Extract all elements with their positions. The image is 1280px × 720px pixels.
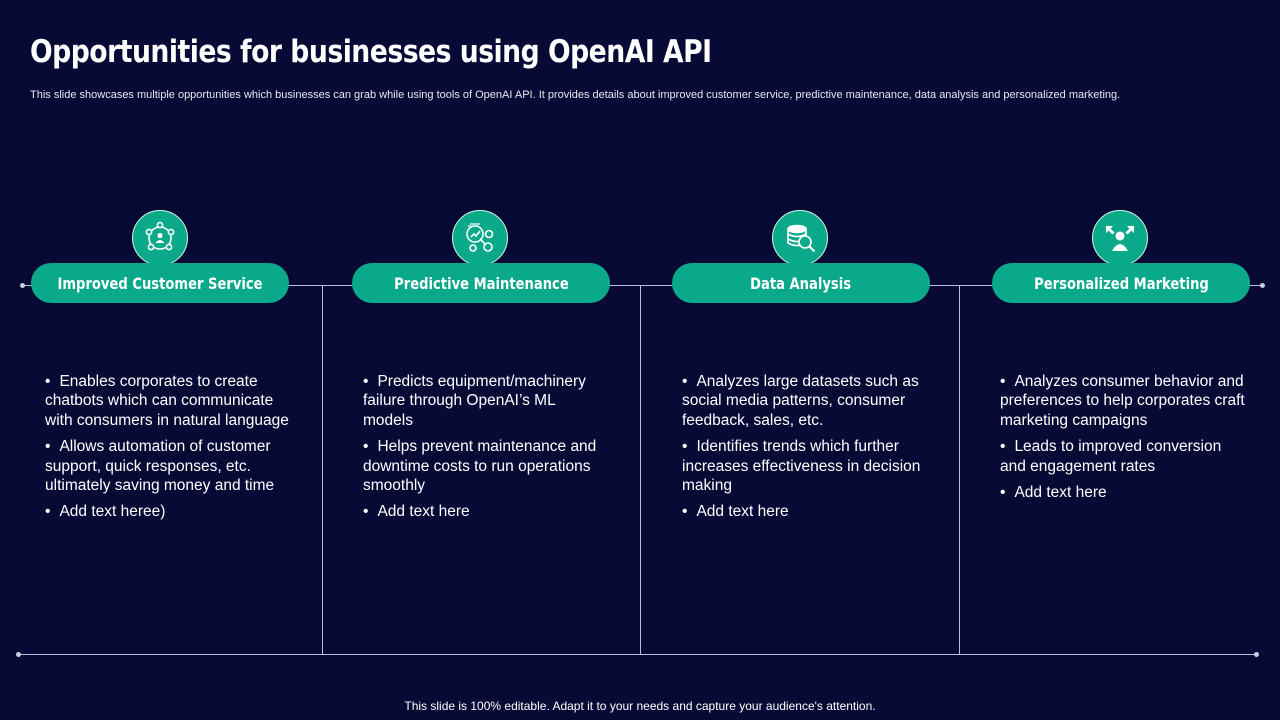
column-heading: Improved Customer Service	[57, 273, 263, 293]
list-item: Add text here	[682, 502, 927, 521]
list-item: Helps prevent maintenance and downtime c…	[363, 437, 608, 495]
column-divider	[959, 286, 960, 654]
column-divider	[640, 286, 641, 654]
page-subtitle: This slide showcases multiple opportunit…	[30, 89, 1121, 101]
bottom-line-right-dot	[1254, 652, 1259, 657]
bullet-list-personalized-marketing: Analyzes consumer behavior and preferenc…	[1000, 372, 1245, 509]
analytics-gears-icon	[452, 210, 508, 266]
column-divider	[322, 286, 323, 654]
column-heading: Personalized Marketing	[1033, 273, 1209, 293]
bottom-line-left-dot	[16, 652, 21, 657]
list-item: Add text here	[363, 502, 608, 521]
database-search-icon	[772, 210, 828, 266]
list-item: Identifies trends which further increase…	[682, 437, 927, 495]
list-item: Enables corporates to create chatbots wh…	[45, 372, 290, 430]
bullet-list-data-analysis: Analyzes large datasets such as social m…	[682, 372, 927, 529]
list-item: Leads to improved conversion and engagem…	[1000, 437, 1245, 476]
network-people-icon	[132, 210, 188, 266]
list-item: Analyzes large datasets such as social m…	[682, 372, 927, 430]
column-heading: Predictive Maintenance	[393, 273, 569, 293]
bullet-list-customer-service: Enables corporates to create chatbots wh…	[45, 372, 290, 529]
list-item: Allows automation of customer support, q…	[45, 437, 290, 495]
heading-pill-predictive-maintenance: Predictive Maintenance	[352, 263, 610, 303]
heading-pill-personalized-marketing: Personalized Marketing	[992, 263, 1250, 303]
top-line-left-dot	[20, 283, 25, 288]
list-item: Add text here	[1000, 483, 1245, 502]
bullet-list-predictive-maintenance: Predicts equipment/machinery failure thr…	[363, 372, 608, 529]
top-line-right-dot	[1260, 283, 1265, 288]
heading-pill-customer-service: Improved Customer Service	[31, 263, 289, 303]
footer-note: This slide is 100% editable. Adapt it to…	[404, 699, 876, 713]
list-item: Predicts equipment/machinery failure thr…	[363, 372, 608, 430]
list-item: Add text heree)	[45, 502, 290, 521]
bottom-baseline	[18, 654, 1258, 655]
list-item: Analyzes consumer behavior and preferenc…	[1000, 372, 1245, 430]
top-connector-line	[22, 285, 1262, 286]
column-heading: Data Analysis	[750, 273, 852, 293]
page-title: Opportunities for businesses using OpenA…	[30, 34, 712, 70]
heading-pill-data-analysis: Data Analysis	[672, 263, 930, 303]
person-arrows-icon	[1092, 210, 1148, 266]
